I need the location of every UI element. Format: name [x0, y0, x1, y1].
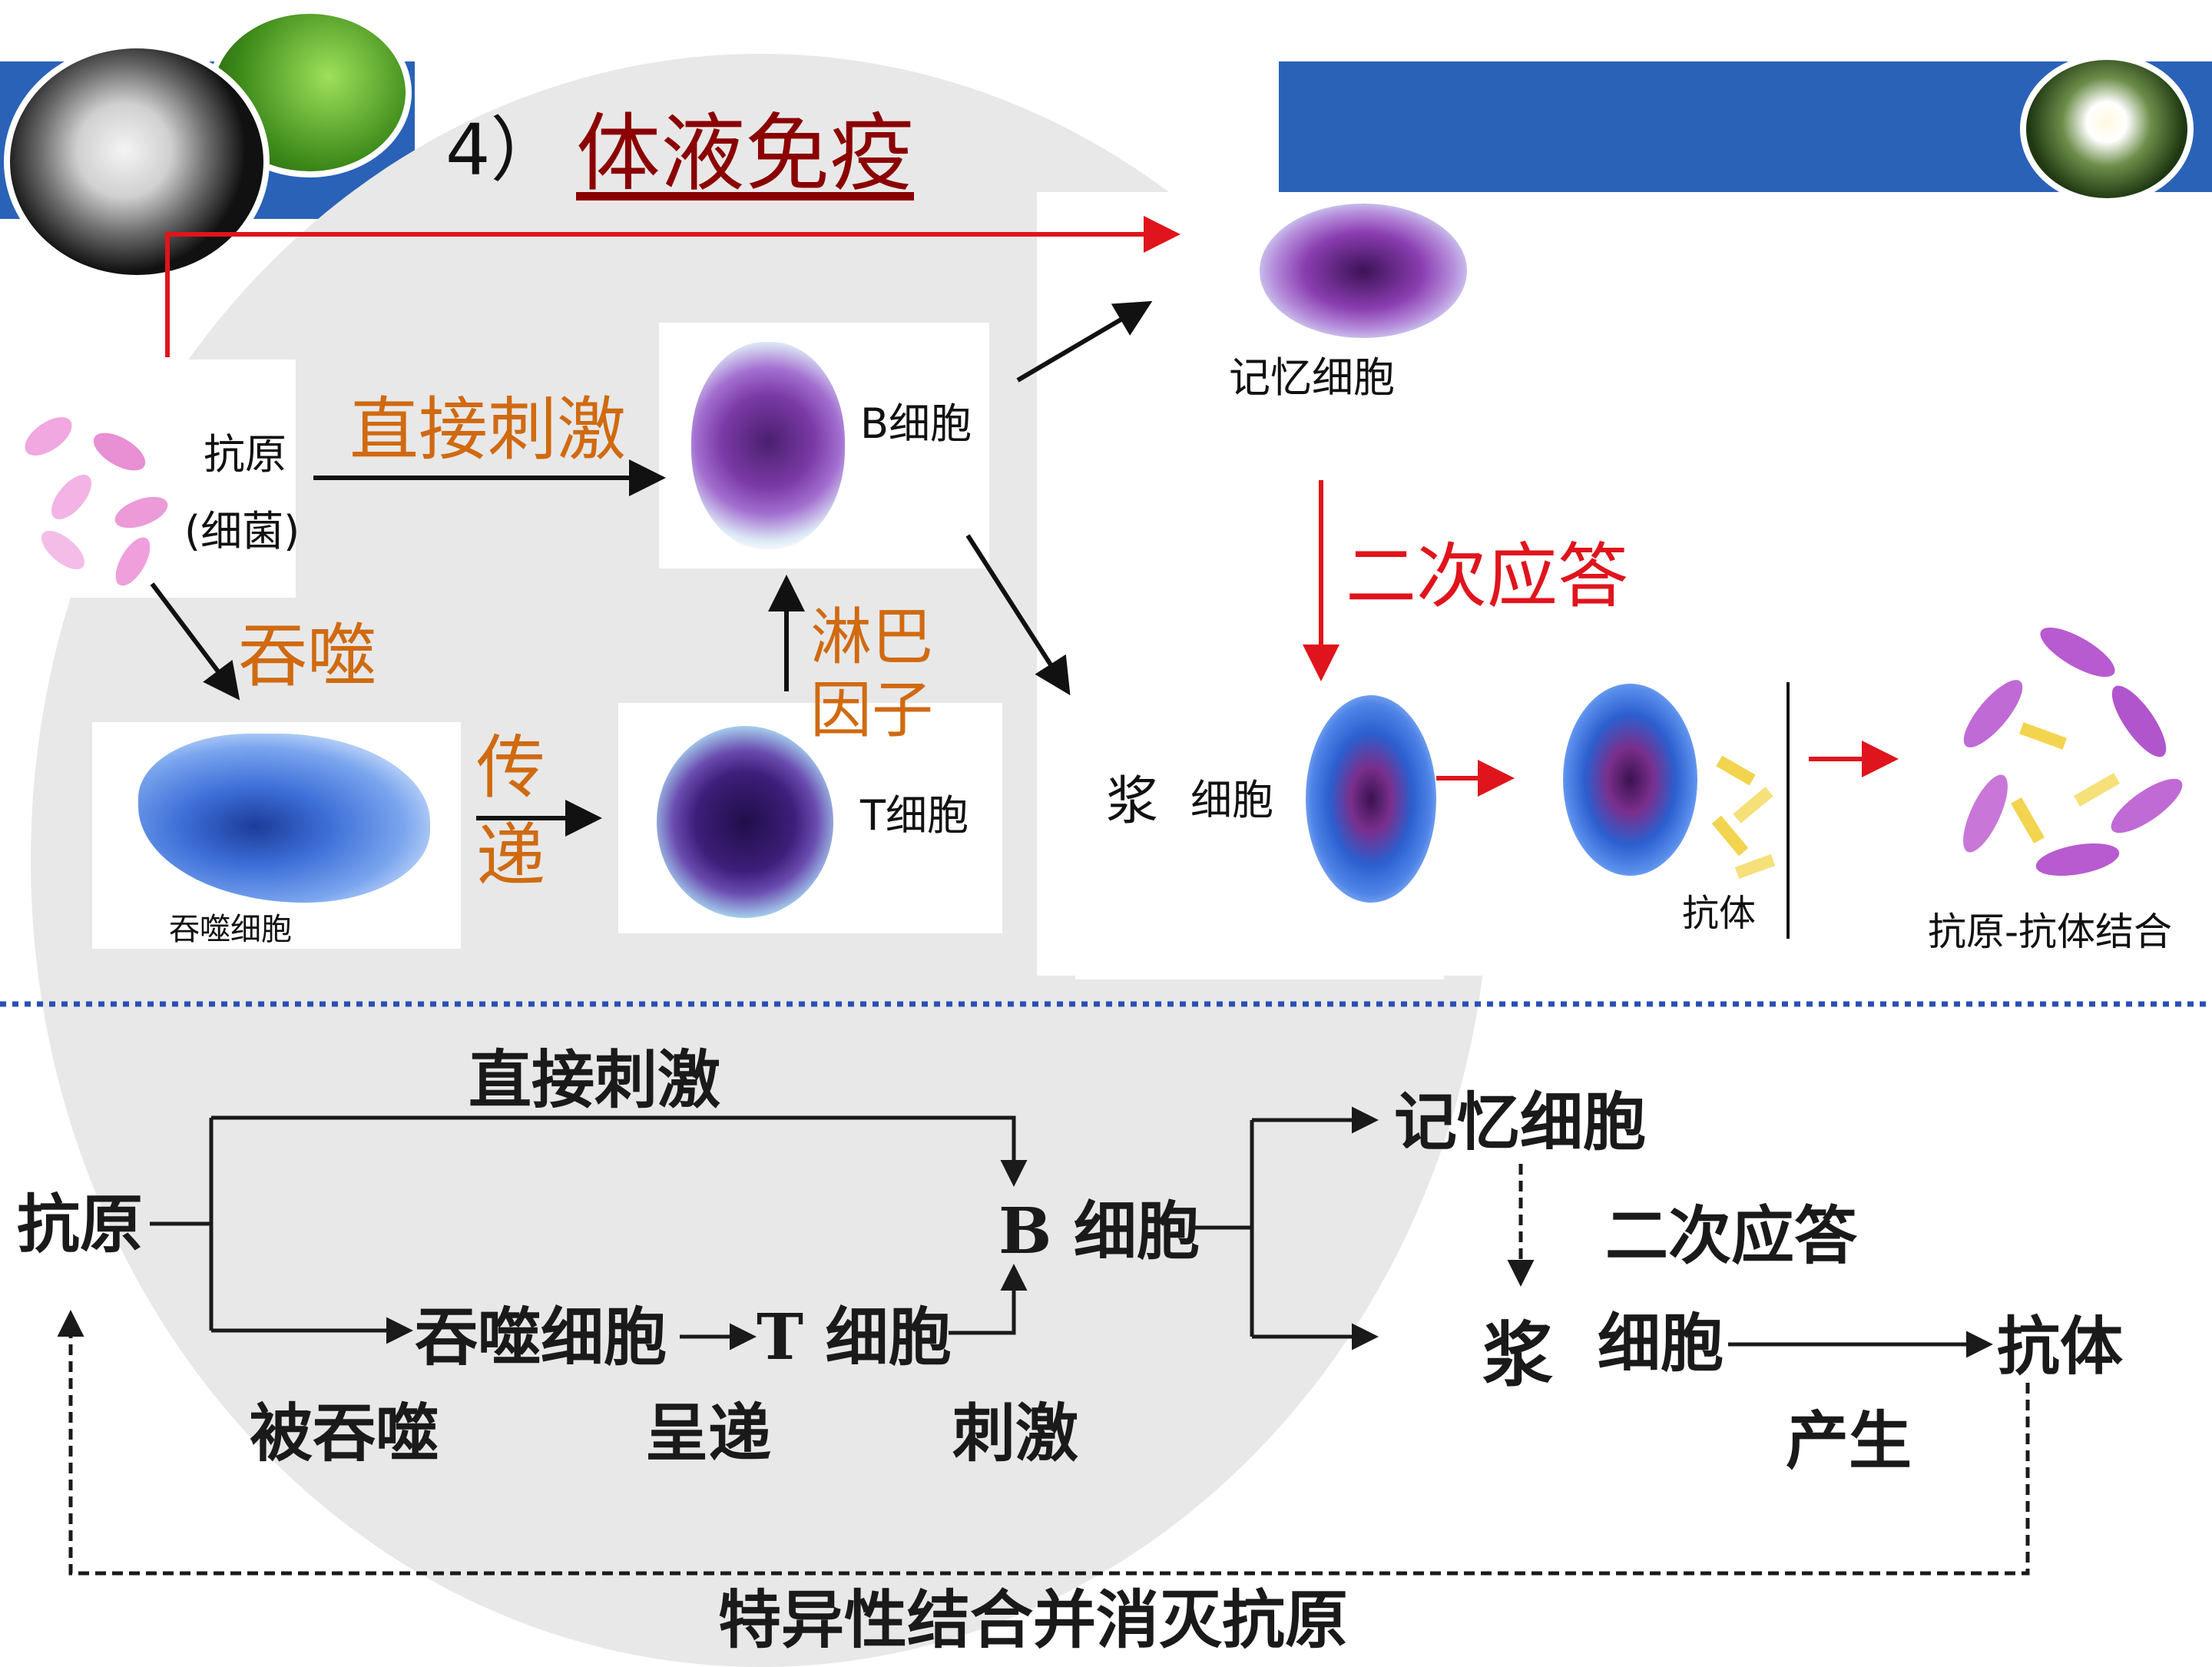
bottom-present: 呈递	[645, 1397, 772, 1470]
red-memory-path	[165, 216, 1181, 357]
bottom-t-cell: T 细胞	[757, 1301, 952, 1374]
bottom-feedback: 特异性结合并消灭抗原	[718, 1583, 1349, 1657]
flower-logo-icon	[2020, 54, 2194, 204]
dandelion-logo-icon	[4, 42, 270, 281]
bottom-b-cell: B 细胞	[998, 1195, 1200, 1268]
antibody-label: 抗体	[1682, 892, 1757, 935]
antigen-sub-label: (细菌)	[184, 507, 300, 555]
bottom-memory-cell: 记忆细胞	[1394, 1085, 1647, 1159]
secondary-response-label: 二次应答	[1346, 535, 1629, 618]
b-cell-icon	[691, 342, 845, 549]
memory-cell-icon	[1260, 204, 1467, 338]
bottom-direct-stimulus: 直接刺激	[469, 1043, 721, 1117]
bottom-plasma-1: 浆	[1482, 1314, 1554, 1397]
bottom-stimulate: 刺激	[952, 1397, 1079, 1470]
b-cell-label: B细胞	[860, 399, 972, 448]
bottom-antigen: 抗原	[17, 1188, 144, 1261]
title-number: 4）	[445, 109, 561, 191]
bottom-antibody: 抗体	[1997, 1310, 2124, 1384]
plasma-label-2: 细胞	[1190, 776, 1273, 824]
antigen-antibody-label: 抗原-抗体结合	[1928, 910, 2173, 954]
bottom-secondary-response: 二次应答	[1605, 1199, 1858, 1273]
direct-stimulus-label: 直接刺激	[349, 389, 626, 470]
lymphokine-label-1: 淋巴	[810, 602, 933, 673]
transmit-label-1: 传	[476, 727, 545, 808]
t-cell-label: T细胞	[860, 791, 969, 840]
memory-cell-label: 记忆细胞	[1229, 353, 1395, 402]
t-cell-icon	[657, 726, 833, 918]
page-title: 体液免疫	[576, 104, 914, 203]
bottom-produce: 产生	[1786, 1404, 1912, 1478]
plasma-cell-2-icon	[1563, 684, 1697, 876]
plasma-cell-icon	[1306, 695, 1436, 903]
transmit-label-2: 递	[476, 816, 545, 896]
lymphokine-label-2: 因子	[810, 674, 933, 746]
phagocyte-label: 吞噬细胞	[169, 912, 292, 947]
bottom-engulfed: 被吞噬	[250, 1397, 439, 1470]
phagocytosis-label: 吞噬	[238, 616, 376, 697]
plasma-label-1: 浆	[1106, 771, 1159, 832]
bottom-phagocyte: 吞噬细胞	[415, 1301, 667, 1374]
antigen-label: 抗原	[204, 430, 286, 479]
bottom-plasma-2: 细胞	[1598, 1307, 1724, 1380]
phagocyte-icon	[138, 734, 430, 903]
